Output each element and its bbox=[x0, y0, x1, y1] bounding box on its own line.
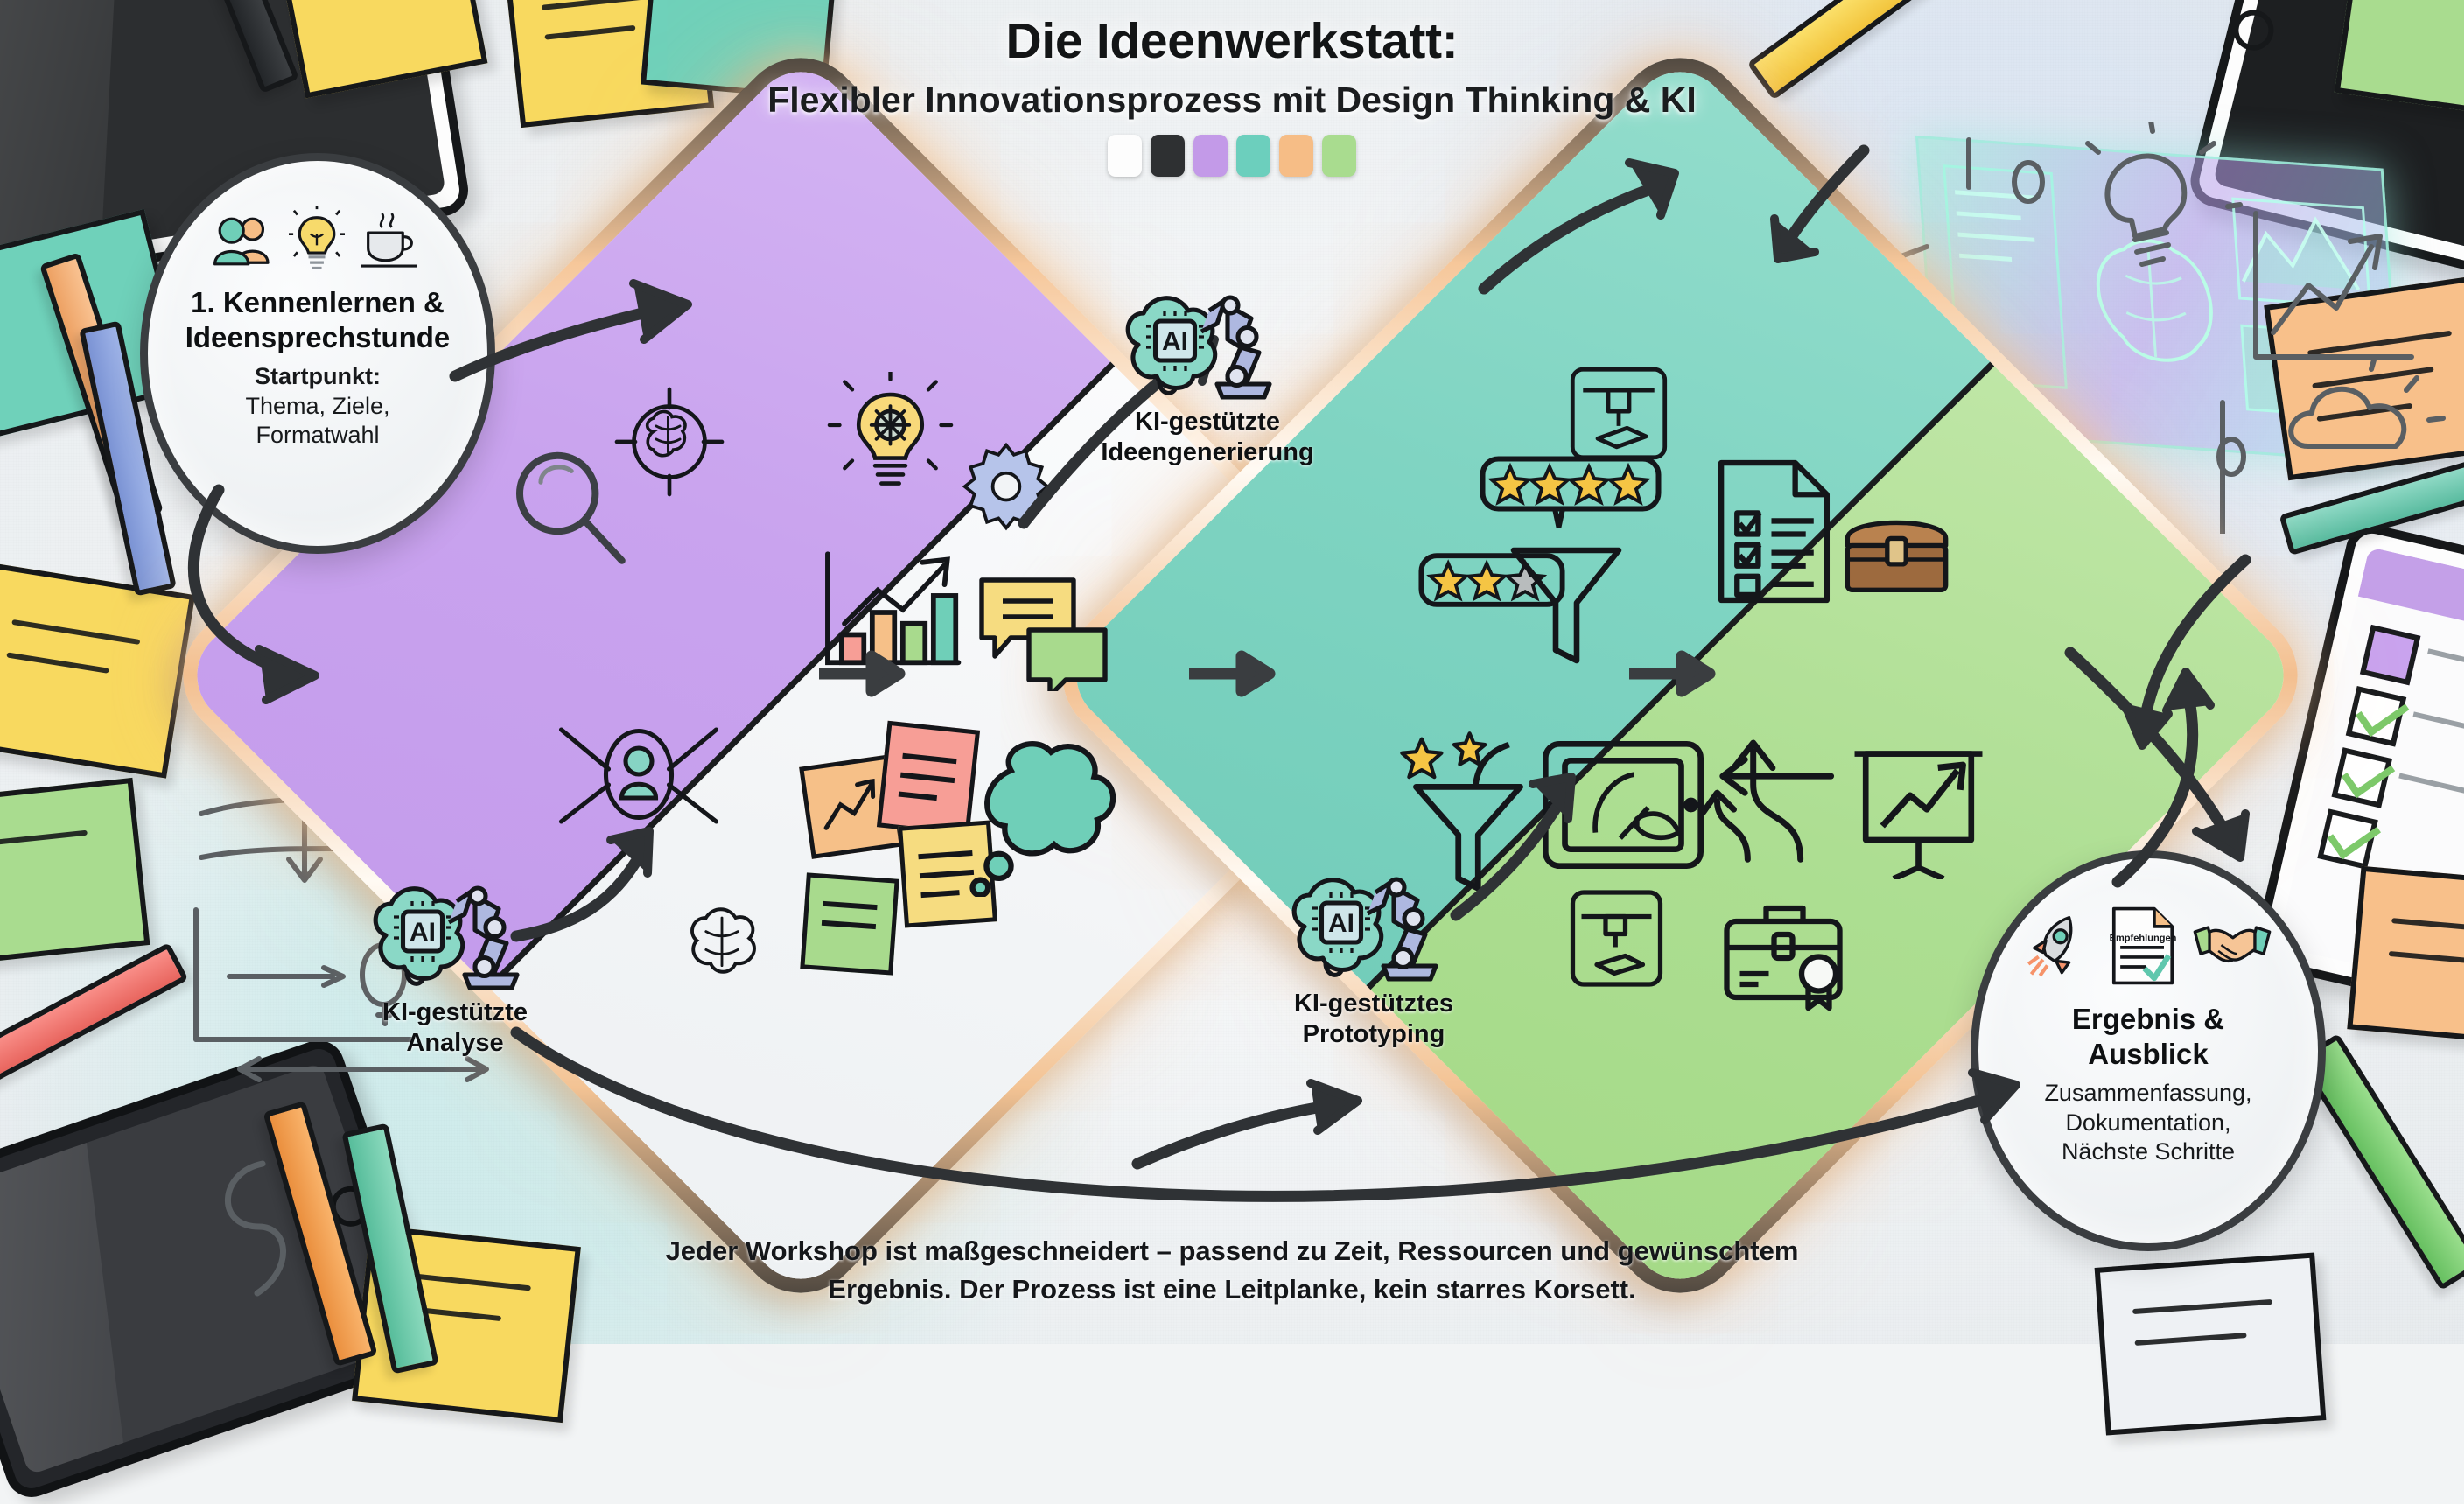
brain-target-icon bbox=[614, 387, 724, 497]
bar-chart-arrow-icon bbox=[825, 551, 962, 666]
arrows-path-icon bbox=[1700, 739, 1835, 863]
sticky-notes-icon bbox=[779, 720, 1006, 976]
swatch-white bbox=[1108, 135, 1142, 177]
node-start-subtitle: Startpunkt: Thema, Ziele,Formatwahl bbox=[245, 363, 390, 449]
ai-chip-label: AI bbox=[410, 918, 436, 947]
document-label: Empfehlungen bbox=[2110, 933, 2177, 943]
treasure-chest-icon bbox=[1844, 520, 1949, 592]
header-block: Die Ideenwerkstatt: Flexibler Innovation… bbox=[0, 12, 2464, 177]
coffee-machine-icon bbox=[1570, 890, 1663, 987]
checklist-doc-icon bbox=[1718, 459, 1830, 604]
node-start-sub-label: Startpunkt: bbox=[255, 363, 381, 390]
presentation-chart-icon bbox=[1854, 751, 1983, 879]
briefcase-award-icon bbox=[1724, 905, 1843, 1011]
ai-brain-robot-arm-icon: AI bbox=[1292, 877, 1438, 982]
swatch-green bbox=[1322, 135, 1356, 177]
star-rating-icon-small bbox=[1418, 551, 1566, 609]
ai-brain-robot-arm-icon: AI bbox=[373, 885, 520, 990]
star-rating-icon bbox=[1479, 455, 1662, 534]
page-title: Die Ideenwerkstatt: bbox=[1005, 13, 1459, 69]
arrow-stage3-to-stage4 bbox=[1189, 650, 1276, 697]
color-palette-swatches bbox=[0, 135, 2464, 177]
node-start-title: 1. Kennenlernen &Ideensprechstunde bbox=[185, 286, 451, 353]
gear-icon bbox=[962, 442, 1051, 531]
arrow-stage4-to-stage5 bbox=[1629, 650, 1716, 697]
brain-icon bbox=[690, 907, 756, 974]
node-start[interactable]: 1. Kennenlernen &Ideensprechstunde Start… bbox=[140, 153, 495, 554]
persona-icon bbox=[558, 727, 719, 824]
node-end-icons: Empfehlungen bbox=[2024, 904, 2272, 988]
page-subtitle: Flexibler Innovationsprozess mit Design … bbox=[767, 80, 1697, 120]
people-icon bbox=[214, 217, 270, 266]
node-end-title: Ergebnis &Ausblick bbox=[2071, 1003, 2225, 1070]
node-start-icons bbox=[212, 206, 424, 273]
ai-chip-label: AI bbox=[1162, 327, 1188, 356]
swatch-dark bbox=[1151, 135, 1185, 177]
swatch-teal bbox=[1236, 135, 1270, 177]
lightbulb-icon bbox=[289, 206, 345, 270]
sketch-squiggle-bottom-left bbox=[224, 1160, 286, 1297]
swatch-peach bbox=[1279, 135, 1313, 177]
sketch-lightbulb-right bbox=[2085, 122, 2243, 267]
thought-cloud-icon bbox=[970, 741, 1116, 897]
footer-line-1: Jeder Workshop ist maßgeschneidert – pas… bbox=[665, 1235, 1799, 1266]
footer-line-2: Ergebnis. Der Prozess ist eine Leitplank… bbox=[828, 1273, 1636, 1305]
swatch-purple bbox=[1194, 135, 1228, 177]
funnel-icon bbox=[1510, 547, 1622, 664]
node-end-subtitle: Zusammenfassung, Dokumentation, Nächste … bbox=[2044, 1080, 2252, 1165]
funnel-stars-icon bbox=[1400, 731, 1523, 892]
magnifier-icon bbox=[516, 451, 626, 564]
document-check-icon: Empfehlungen bbox=[2110, 906, 2177, 985]
speech-bubbles-icon bbox=[979, 577, 1108, 691]
coffee-cup-icon bbox=[360, 213, 417, 268]
lightbulb-gear-icon bbox=[827, 372, 954, 486]
footer-caption: Jeder Workshop ist maßgeschneidert – pas… bbox=[0, 1232, 2464, 1309]
sketch-growth-chart-right bbox=[2253, 211, 2414, 360]
ai-chip-label: AI bbox=[1328, 909, 1354, 938]
handshake-icon bbox=[2193, 926, 2272, 963]
node-end[interactable]: Empfehlungen Ergebnis &Ausblick Zusammen… bbox=[1970, 850, 2326, 1251]
flow-arrows bbox=[187, 144, 2251, 1202]
rocket-icon bbox=[2026, 915, 2073, 977]
3d-printer-icon bbox=[1570, 367, 1668, 460]
sketch-cloud-right bbox=[2288, 359, 2446, 449]
arrow-stage2-to-stage3 bbox=[819, 650, 906, 697]
ai-brain-robot-arm-icon: AI bbox=[1125, 295, 1272, 400]
